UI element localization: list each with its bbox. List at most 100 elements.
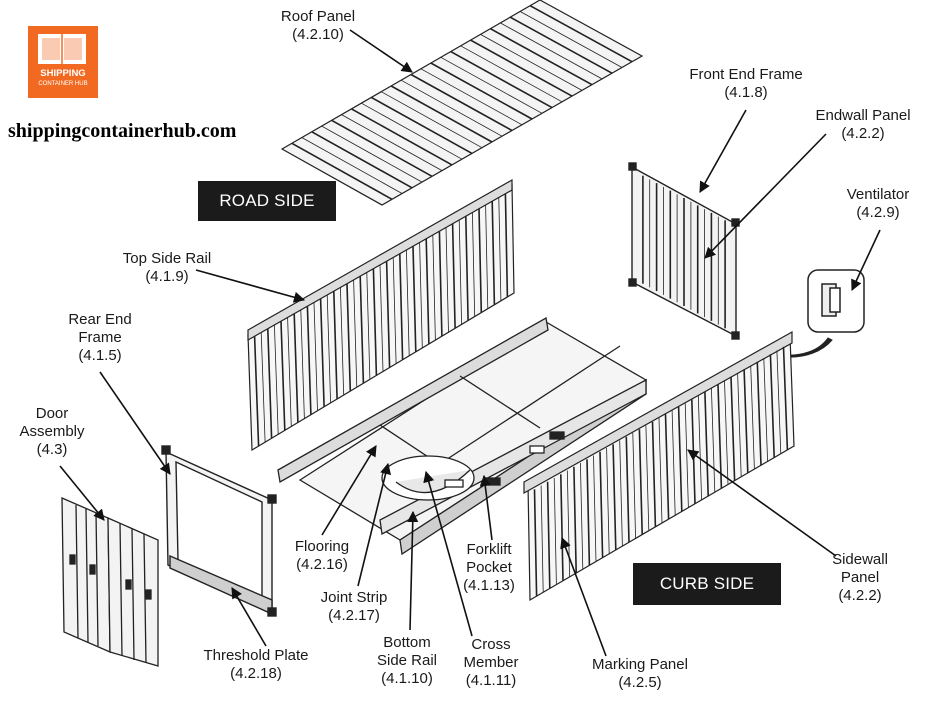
label-roof-panel-name: Roof Panel (280, 8, 356, 25)
brand-logo: SHIPPING CONTAINER HUB (28, 26, 98, 98)
roof-rib (311, 131, 413, 189)
road-wall-rib (432, 234, 436, 341)
leader-roof-panel (349, 29, 413, 73)
curb-wall-rib (671, 410, 676, 516)
road-wall-rib (478, 208, 483, 313)
road-wall-rib (253, 336, 260, 447)
label-sidewall-panel-name2: Panel (840, 569, 880, 586)
curb-wall-rib (704, 391, 709, 497)
curb-wall-rib (533, 489, 538, 597)
curb-wall-rib (619, 440, 623, 547)
leader-front-end-frame (699, 109, 747, 193)
label-flooring-name: Flooring (294, 538, 350, 555)
road-wall-rib (366, 272, 371, 380)
roof-rib (351, 108, 453, 166)
curb-wall-rib (553, 477, 557, 585)
road-wall-rib (504, 193, 509, 297)
leader-forklift-pocket (479, 474, 493, 541)
roof-rib (370, 96, 473, 155)
road-wall-rib (326, 294, 331, 403)
curb-wall-rib (632, 432, 636, 539)
label-front-end-frame: Front End Frame (4.1.8) (670, 66, 822, 102)
road-wall-rib (491, 201, 496, 305)
leader-joint-strip (357, 462, 392, 587)
roof-rib (301, 137, 403, 194)
label-door-assembly-name2: Assembly (19, 423, 85, 440)
leader-lines (59, 29, 881, 657)
roof-rib (430, 62, 533, 120)
roof-rib (529, 4, 633, 63)
road-wall-rib (392, 257, 397, 364)
road-wall-rib (472, 212, 476, 317)
label-threshold-plate-name: Threshold Plate (203, 647, 309, 664)
road-wall-rib (406, 249, 410, 356)
curb-wall-rib (586, 459, 591, 566)
curb-wall-rib (769, 354, 775, 458)
curb-wall-rib (664, 414, 670, 520)
label-cross-member-name1: Cross (471, 636, 511, 653)
label-sidewall-panel-code: (4.2.2) (838, 587, 882, 604)
curb-side-wall-drawing (523, 330, 795, 602)
road-side-tag: ROAD SIDE (198, 181, 336, 221)
label-joint-strip: Joint Strip (4.2.17) (306, 589, 402, 625)
road-wall-rib (287, 317, 292, 427)
curb-wall-rib (717, 384, 723, 489)
curb-wall-rib (593, 455, 597, 562)
label-bottom-side-rail-code: (4.1.10) (381, 670, 433, 687)
roof-rib (400, 79, 503, 137)
logo-text-line1: SHIPPING (40, 68, 86, 79)
curb-wall-rib (711, 387, 716, 493)
road-wall-rib (465, 216, 469, 321)
leader-flooring (321, 445, 377, 536)
roof-panel-drawing (280, 0, 644, 206)
curb-wall-rib (776, 350, 782, 454)
road-wall-rib (485, 204, 489, 309)
curb-wall-rib (599, 451, 604, 558)
ventilator-detail-drawing (807, 269, 865, 333)
label-endwall-panel: Endwall Panel (4.2.2) (806, 107, 920, 143)
road-wall-rib (385, 261, 391, 368)
road-wall-rib (340, 287, 345, 396)
leader-bottom-side-rail (407, 510, 419, 631)
road-wall-rib (359, 276, 365, 384)
label-ventilator-name: Ventilator (846, 186, 910, 203)
front-end-frame-drawing (628, 162, 740, 340)
road-wall-rib (438, 231, 443, 337)
roof-rib (509, 16, 613, 74)
road-wall-rib (346, 283, 352, 392)
roof-rib (470, 39, 573, 97)
leader-top-side-rail (195, 269, 306, 303)
label-bottom-side-rail-name2: Side Rail (376, 652, 438, 669)
label-ventilator: Ventilator (4.2.9) (826, 186, 930, 222)
road-wall-rib (313, 302, 318, 411)
road-wall-rib (300, 309, 305, 419)
label-forklift-pocket-code: (4.1.13) (463, 577, 515, 594)
road-wall-rib (412, 246, 417, 352)
curb-wall-rib (730, 376, 736, 481)
curb-wall-rib (638, 429, 643, 535)
label-sidewall-panel-name1: Sidewall (832, 551, 888, 568)
label-top-side-rail: Top Side Rail (4.1.9) (106, 250, 228, 286)
road-wall-rib (445, 227, 449, 333)
road-wall-rib (267, 328, 273, 439)
road-wall-rib (451, 223, 456, 329)
road-wall-rib (353, 279, 358, 388)
road-wall-rib (306, 306, 312, 415)
label-threshold-plate: Threshold Plate (4.2.18) (184, 647, 328, 683)
curb-wall-rib (782, 346, 789, 450)
label-top-side-rail-name: Top Side Rail (122, 250, 212, 267)
label-bottom-side-rail: Bottom Side Rail (4.1.10) (362, 634, 452, 688)
label-cross-member-code: (4.1.11) (465, 672, 517, 689)
road-wall-rib (458, 219, 462, 325)
roof-rib (381, 91, 483, 149)
label-joint-strip-name: Joint Strip (320, 589, 388, 606)
label-roof-panel: Roof Panel (4.2.10) (262, 8, 374, 44)
roof-rib (500, 22, 603, 80)
label-flooring: Flooring (4.2.16) (280, 538, 364, 574)
label-rear-end-frame: Rear End Frame (4.1.5) (54, 311, 146, 365)
curb-wall-rib (697, 395, 702, 500)
label-marking-panel-name: Marking Panel (592, 656, 688, 673)
curb-wall-rib (573, 466, 577, 574)
label-endwall-panel-name: Endwall Panel (815, 107, 911, 124)
